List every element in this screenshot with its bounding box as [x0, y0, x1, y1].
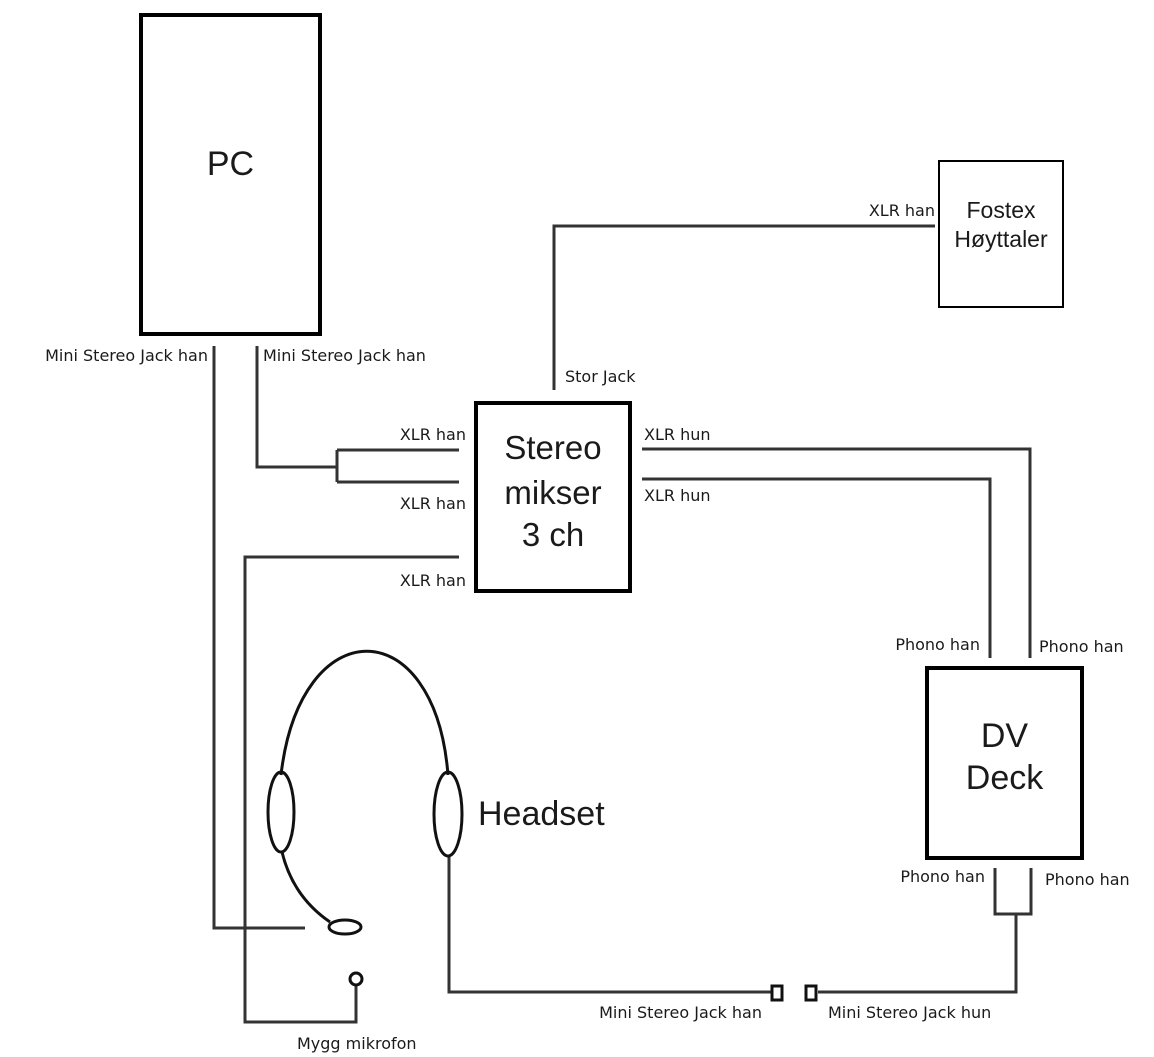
headband-icon — [279, 649, 450, 776]
deck-label-1: DV — [980, 717, 1029, 755]
cable-xlr-hun-1 — [642, 447, 1032, 658]
cable-pc-to-mixer — [255, 346, 337, 469]
connector-speaker-in: XLR han — [868, 201, 935, 220]
mixer-label-2: mikser — [504, 474, 602, 511]
female-jack-icon — [804, 984, 818, 1002]
boom-mic-icon — [327, 918, 363, 936]
connector-pc-right: Mini Stereo Jack han — [263, 346, 426, 365]
boom-mic-arm-icon — [280, 851, 331, 924]
pc-label: PC — [206, 145, 255, 183]
male-jack-icon — [770, 984, 784, 1002]
cable-mixer-to-mic — [243, 555, 459, 1024]
right-earcup-icon — [432, 770, 464, 858]
connector-mic-label: Mygg mikrofon — [297, 1034, 417, 1053]
speaker-label-1: Fostex — [966, 197, 1036, 223]
connector-deck-in-right: Phono han — [1039, 637, 1124, 656]
cable-pc-to-headset — [212, 346, 305, 930]
connector-mixer-in-2: XLR han — [399, 494, 466, 513]
connector-pc-left: Mini Stereo Jack han — [45, 346, 208, 365]
connector-mixer-in-1: XLR han — [399, 425, 466, 444]
cable-xlr-hun-2 — [642, 477, 992, 658]
pc-box — [139, 13, 322, 336]
cable-mixer-to-speaker — [552, 224, 935, 390]
connector-stor-jack: Stor Jack — [565, 367, 636, 386]
connector-mini-jack-male: Mini Stereo Jack han — [599, 1003, 762, 1022]
cable-headset-to-jack — [447, 857, 772, 994]
cable-deck-to-jack — [818, 914, 1018, 994]
mixer-label-3: 3 ch — [521, 516, 585, 553]
connector-mini-jack-female: Mini Stereo Jack hun — [828, 1003, 992, 1022]
connector-mixer-out-1: XLR hun — [644, 425, 711, 444]
mixer-label-1: Stereo — [504, 429, 602, 466]
connector-mixer-in-3: XLR han — [399, 571, 466, 590]
cable-deck-out — [993, 868, 1033, 916]
connector-deck-out-left: Phono han — [900, 867, 985, 886]
stereo-mixer-box — [474, 401, 632, 593]
deck-label-2: Deck — [965, 759, 1044, 797]
fostex-speaker-box — [938, 160, 1064, 308]
lapel-mic-icon — [348, 971, 364, 987]
connector-mixer-out-2: XLR hun — [644, 486, 711, 505]
left-earcup-icon — [266, 770, 296, 854]
headset-label: Headset — [478, 795, 605, 833]
dv-deck-box — [925, 666, 1084, 860]
speaker-label-2: Høyttaler — [954, 226, 1048, 252]
connector-deck-in-left: Phono han — [895, 635, 980, 654]
connector-deck-out-right: Phono han — [1045, 870, 1130, 889]
